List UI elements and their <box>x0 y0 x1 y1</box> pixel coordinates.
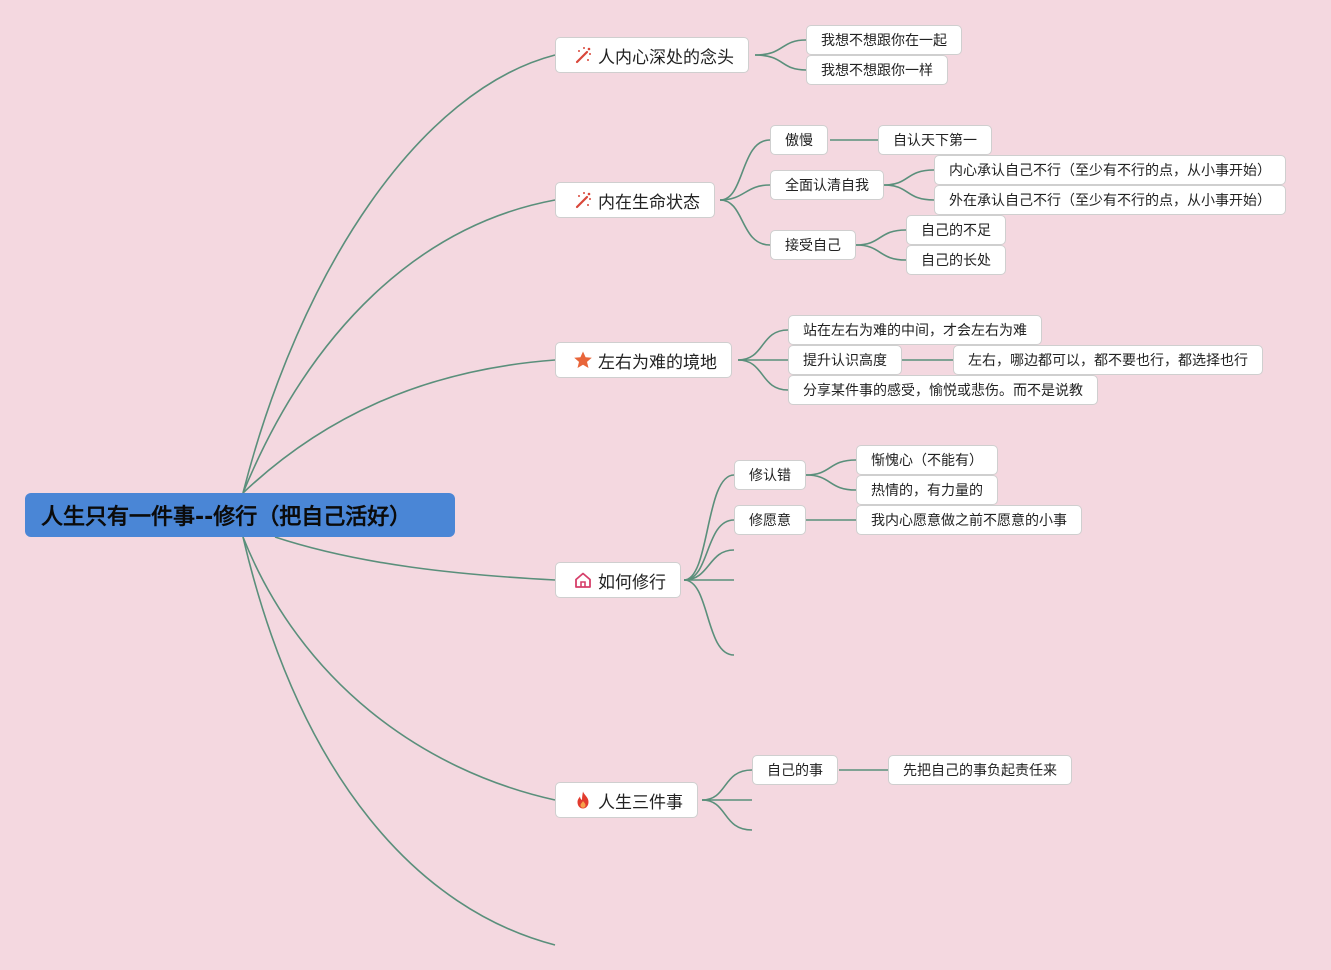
node-label: 自己的不足 <box>921 223 991 239</box>
leaf-node[interactable]: 自认天下第一 <box>878 125 992 155</box>
leaf-node[interactable]: 热情的，有力量的 <box>856 475 998 505</box>
leaf-node[interactable]: 我内心愿意做之前不愿意的小事 <box>856 505 1082 535</box>
magic-wand-icon <box>572 189 594 211</box>
leaf-node[interactable]: 自己的长处 <box>906 245 1006 275</box>
topic-three-things[interactable]: 人生三件事 <box>555 782 698 818</box>
node-label: 我内心愿意做之前不愿意的小事 <box>871 513 1067 529</box>
topic-label: 人生三件事 <box>598 792 683 813</box>
subtopic-node[interactable]: 修认错 <box>734 460 806 490</box>
node-label: 分享某件事的感受，愉悦或悲伤。而不是说教 <box>803 383 1083 399</box>
subtopic-node[interactable]: 我想不想跟你一样 <box>806 55 948 85</box>
node-label: 先把自己的事负起责任来 <box>903 763 1057 779</box>
subtopic-node[interactable]: 修愿意 <box>734 505 806 535</box>
node-label: 提升认识高度 <box>803 353 887 369</box>
subtopic-node[interactable]: 全面认清自我 <box>770 170 884 200</box>
subtopic-node[interactable]: 站在左右为难的中间，才会左右为难 <box>788 315 1042 345</box>
topic-how-to-practice[interactable]: 如何修行 <box>555 562 681 598</box>
root-topic[interactable]: 人生只有一件事--修行（把自己活好） <box>25 493 455 537</box>
node-label: 自认天下第一 <box>893 133 977 149</box>
node-label: 站在左右为难的中间，才会左右为难 <box>803 323 1027 339</box>
node-label: 惭愧心（不能有） <box>871 453 983 469</box>
topic-label: 左右为难的境地 <box>598 352 717 373</box>
leaf-node[interactable]: 内心承认自己不行（至少有不行的点，从小事开始） <box>934 155 1286 185</box>
node-label: 内心承认自己不行（至少有不行的点，从小事开始） <box>949 163 1271 179</box>
leaf-node[interactable]: 先把自己的事负起责任来 <box>888 755 1072 785</box>
home-icon <box>572 569 594 591</box>
topic-inner-life-state[interactable]: 内在生命状态 <box>555 182 715 218</box>
topic-label: 人内心深处的念头 <box>598 47 734 68</box>
leaf-node[interactable]: 自己的不足 <box>906 215 1006 245</box>
star-icon <box>572 349 594 371</box>
leaf-node[interactable]: 左右，哪边都可以，都不要也行，都选择也行 <box>953 345 1263 375</box>
node-label: 接受自己 <box>785 238 841 254</box>
topic-label: 如何修行 <box>598 572 666 593</box>
subtopic-node[interactable]: 分享某件事的感受，愉悦或悲伤。而不是说教 <box>788 375 1098 405</box>
subtopic-node[interactable]: 自己的事 <box>752 755 838 785</box>
node-label: 我想不想跟你在一起 <box>821 33 947 49</box>
subtopic-node[interactable]: 接受自己 <box>770 230 856 260</box>
node-label: 热情的，有力量的 <box>871 483 983 499</box>
topic-inner-thoughts[interactable]: 人内心深处的念头 <box>555 37 749 73</box>
node-label: 修认错 <box>749 468 791 484</box>
topic-dilemma[interactable]: 左右为难的境地 <box>555 342 732 378</box>
subtopic-node[interactable]: 提升认识高度 <box>788 345 902 375</box>
node-label: 左右，哪边都可以，都不要也行，都选择也行 <box>968 353 1248 369</box>
node-label: 自己的事 <box>767 763 823 779</box>
leaf-node[interactable]: 惭愧心（不能有） <box>856 445 998 475</box>
fire-icon <box>572 789 594 811</box>
magic-wand-icon <box>572 44 594 66</box>
node-label: 自己的长处 <box>921 253 991 269</box>
leaf-node[interactable]: 外在承认自己不行（至少有不行的点，从小事开始） <box>934 185 1286 215</box>
node-label: 外在承认自己不行（至少有不行的点，从小事开始） <box>949 193 1271 209</box>
subtopic-node[interactable]: 我想不想跟你在一起 <box>806 25 962 55</box>
node-label: 傲慢 <box>785 133 813 149</box>
node-label: 我想不想跟你一样 <box>821 63 933 79</box>
node-label: 全面认清自我 <box>785 178 869 194</box>
topic-label: 内在生命状态 <box>598 192 700 213</box>
node-label: 修愿意 <box>749 513 791 529</box>
subtopic-node[interactable]: 傲慢 <box>770 125 828 155</box>
